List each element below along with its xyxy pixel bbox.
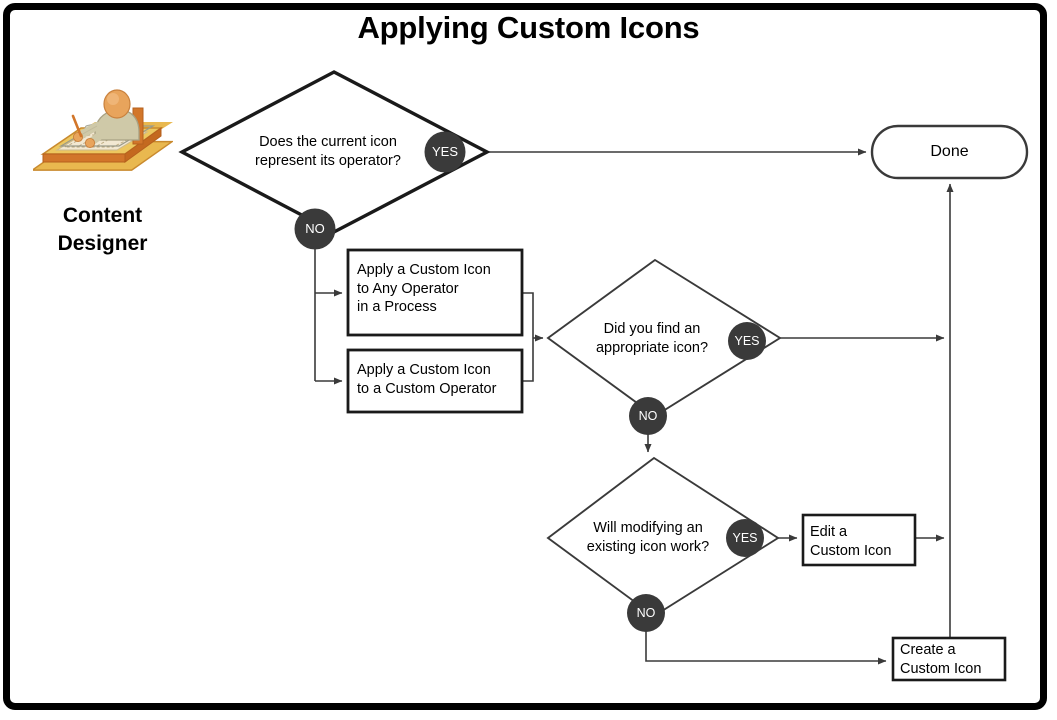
badge-d1-yes xyxy=(424,131,466,173)
badge-d2-no xyxy=(629,397,667,435)
process-p2-label: Apply a Custom Icon to a Custom Operator xyxy=(357,362,497,397)
decision-d3-label: Will modifying an existing icon work? xyxy=(586,520,710,555)
badge-label-d1-no: NO xyxy=(305,221,325,236)
decision-d1-label: Does the current icon represent its oper… xyxy=(255,134,401,169)
badge-d1-no xyxy=(294,208,336,250)
badge-label-d3-yes: YES xyxy=(732,531,758,545)
process-create-a-custom-icon xyxy=(891,636,1007,682)
page-title: Applying Custom Icons xyxy=(357,10,700,45)
edge-d1-no-to-processes xyxy=(314,247,343,385)
process-apply-custom-icon-custom-operator xyxy=(346,348,524,414)
edge-processes-to-d2 xyxy=(522,292,544,382)
badge-d3-no xyxy=(627,594,665,632)
process-apply-custom-icon-any-operator xyxy=(346,248,524,337)
badge-label-d2-no: NO xyxy=(638,409,658,423)
process-edit-a-custom-icon xyxy=(801,513,917,567)
diagram-border-frame xyxy=(3,3,1047,710)
process-p3-label: Edit a Custom Icon xyxy=(810,524,892,559)
edge-d3-no-to-create xyxy=(645,631,887,665)
decision-d2-label: Did you find an appropriate icon? xyxy=(595,321,709,356)
badge-label-d3-no: NO xyxy=(636,606,656,620)
badge-label-d1-yes: YES xyxy=(431,144,458,159)
badge-d2-yes xyxy=(728,322,766,360)
terminal-done-label: Done xyxy=(930,143,969,160)
process-p1-label: Apply a Custom Icon to Any Operator in a… xyxy=(357,262,491,316)
badge-label-d2-yes: YES xyxy=(734,334,760,348)
badge-d3-yes xyxy=(726,519,764,557)
content-designer-drafting-icon xyxy=(33,89,173,171)
terminal-done xyxy=(870,124,1029,180)
process-p4-label: Create a Custom Icon xyxy=(900,642,982,677)
role-label-content-designer: Content Designer xyxy=(57,204,148,256)
